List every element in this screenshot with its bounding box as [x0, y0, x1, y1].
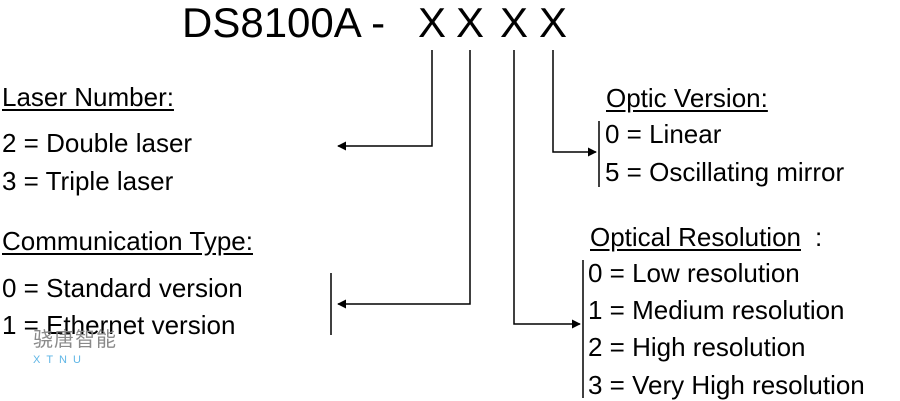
code-digit-resolution: X [500, 0, 529, 46]
optic-option: 0 = Linear [605, 119, 722, 149]
optic-connector [552, 50, 597, 157]
model-code: DS8100A - [182, 0, 386, 46]
laser-option: 2 = Double laser [2, 128, 193, 158]
laser-connector [337, 50, 433, 151]
communication-option: 1 = Ethernet version [2, 310, 236, 340]
resolution-heading: Optical Resolution [590, 222, 801, 252]
code-digit-laser: X [418, 0, 447, 46]
optic-heading: Optic Version: [606, 83, 768, 113]
communication-heading: Communication Type: [2, 226, 253, 256]
code-digit-optic: X [539, 0, 568, 46]
watermark-text-en: XTNU [33, 354, 87, 366]
resolution-heading-row: Optical Resolution: [590, 224, 822, 250]
watermark-logo: 骁唐智能 XTNU [33, 330, 117, 366]
watermark-text-cn: 骁唐智能 [33, 329, 117, 351]
laser-option: 3 = Triple laser [2, 166, 174, 196]
resolution-option: 3 = Very High resolution [588, 370, 865, 400]
resolution-heading-colon: : [815, 222, 823, 252]
resolution-option: 2 = High resolution [588, 332, 806, 362]
resolution-connector [513, 50, 581, 329]
optic-option: 5 = Oscillating mirror [605, 157, 845, 187]
resolution-option: 0 = Low resolution [588, 258, 800, 288]
resolution-option: 1 = Medium resolution [588, 295, 845, 325]
communication-option: 0 = Standard version [2, 273, 243, 303]
communication-connector [337, 50, 471, 309]
code-digit-communication: X [456, 0, 485, 46]
laser-heading: Laser Number: [2, 82, 174, 112]
